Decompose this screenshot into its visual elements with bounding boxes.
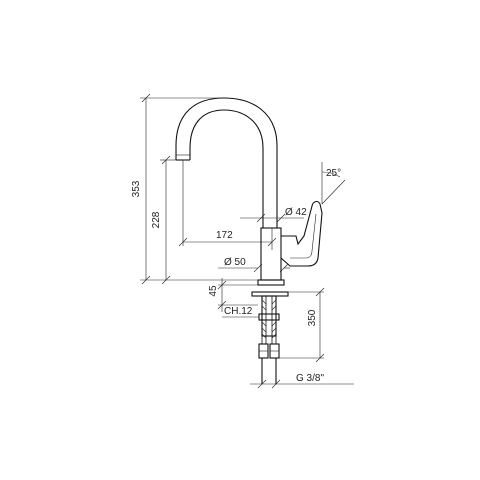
- body-diameter-label: Ø 42: [285, 207, 307, 218]
- spout-height-label: 228: [151, 211, 162, 228]
- deck-thickness-label: 45: [208, 285, 219, 297]
- hex-key-label: CH.12: [224, 306, 253, 317]
- faucet-base: [257, 279, 285, 286]
- faucet-outline: [175, 97, 323, 286]
- deck-plate: [251, 291, 289, 297]
- faucet-body: [260, 227, 282, 281]
- under-deck-assembly: [251, 291, 289, 384]
- dimension-labels: 353 228 172 Ø 42 Ø 50 45 CH.12 350 G 3/8…: [131, 168, 341, 384]
- spout-inner: [189, 109, 264, 228]
- base-diameter-label: Ø 50: [224, 257, 246, 268]
- lever-angle-label: 25°: [326, 168, 341, 179]
- dimension-lines: [140, 93, 354, 389]
- spout-outer: [175, 97, 278, 228]
- lever-handle-inner: [290, 213, 317, 259]
- total-height-label: 353: [131, 180, 142, 197]
- spout-reach-label: 172: [216, 230, 233, 241]
- hose-right: [271, 296, 277, 344]
- hose-left: [261, 296, 267, 344]
- lever-handle: [280, 201, 323, 267]
- hose-length-label: 350: [307, 309, 318, 326]
- hose-thread-label: G 3/8": [296, 373, 324, 384]
